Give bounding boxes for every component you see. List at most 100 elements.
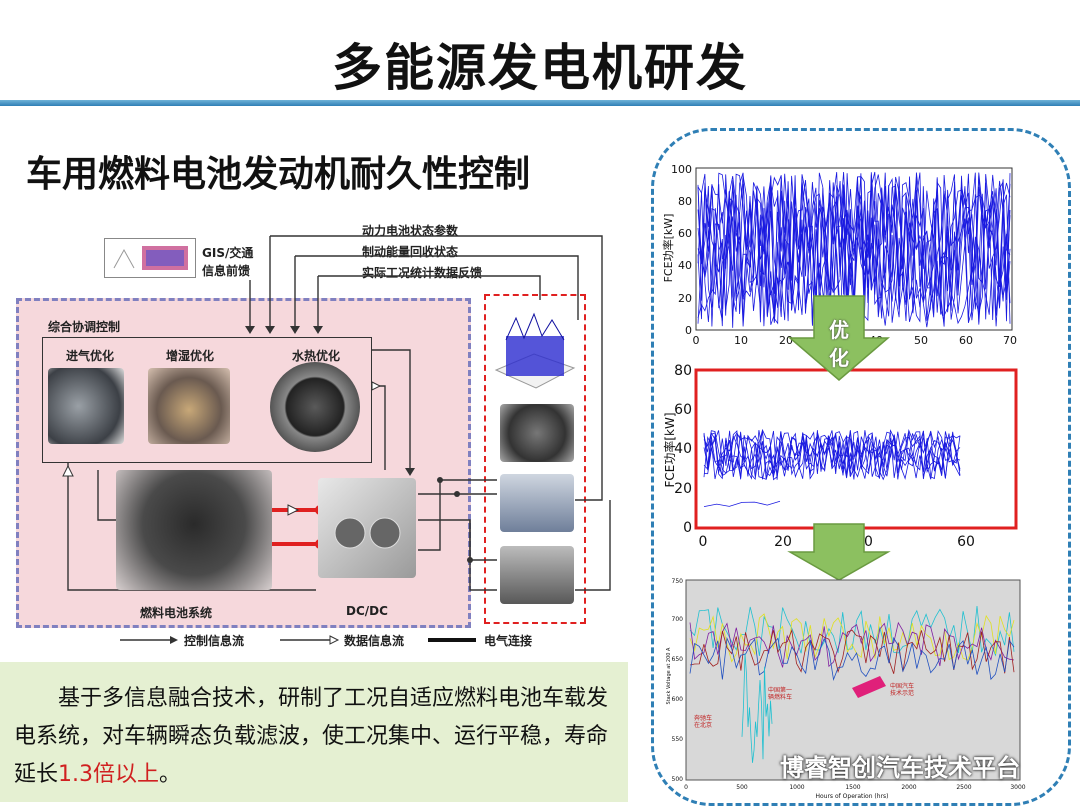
optimization-arrow-icon — [787, 295, 891, 381]
chart3-xtick: 2000 — [901, 784, 916, 791]
chart2-ylabel: FCE功率[kW] — [662, 412, 677, 487]
chart3-series-lines — [689, 605, 1015, 763]
gis-label-2: 信息前馈 — [202, 264, 251, 278]
legend-lines — [120, 635, 476, 645]
chart3-highlight-arrow — [852, 676, 886, 698]
chart2-ytick: 40 — [674, 441, 692, 457]
chart1-xtick: 60 — [959, 334, 973, 347]
chart1-xtick: 0 — [693, 334, 700, 347]
chart3-ytick: 750 — [672, 578, 684, 585]
slide-title: 多能源发电机研发 — [332, 39, 748, 97]
dcdc-label: DC/DC — [346, 604, 388, 618]
3d-surface-plot — [494, 312, 576, 389]
series-trace — [703, 429, 961, 481]
series-trace — [689, 613, 1015, 663]
chart3-xlabel: Hours of Operation (hrs) — [815, 793, 888, 800]
series-trace — [689, 636, 1015, 682]
coordination-control-box — [42, 337, 372, 463]
chart3-xtick: 2500 — [956, 784, 971, 791]
chart3-ylabel: Stack Voltage at 200 A — [666, 647, 672, 705]
result-arrow-icon — [787, 523, 891, 581]
description-highlight: 1.3倍以上 — [58, 762, 160, 787]
dcdc-fan-icon — [334, 517, 401, 549]
chart3-ytick: 500 — [672, 776, 684, 783]
intake-optimization-label: 进气优化 — [66, 349, 115, 363]
chart3-annotation-beijing: 奔驰车在北京 — [694, 714, 712, 729]
coordination-control-label: 综合协调控制 — [48, 320, 121, 334]
chart2-ytick: 60 — [674, 402, 692, 418]
controller-photo — [500, 546, 574, 604]
chart2-series-lines — [703, 428, 961, 507]
description-box — [0, 662, 628, 802]
description-text: 基于多信息融合技术，研制了工况自适应燃料电池车载发电系统，对车辆瞬态负载滤波，使… — [14, 680, 626, 794]
chart1-ytick: 100 — [671, 163, 692, 176]
chart3-xtick: 0 — [684, 784, 688, 791]
series-trace — [697, 172, 1011, 327]
chart1-ylabel: FCE功率[kW] — [661, 214, 675, 283]
title-rule — [0, 100, 1080, 106]
thermal-optimization-label: 水热优化 — [292, 349, 341, 363]
series-trace — [703, 430, 961, 480]
chart2-ytick: 0 — [683, 520, 692, 536]
chart1-ytick-labels: 0 20 40 60 80 100 — [671, 163, 692, 337]
chart3-annotation-first: 中国第一辆燃料车 — [768, 686, 792, 701]
chart-before-optimization: FCE功率[kW] 0 20 40 60 80 100 0 10 20 30 4… — [661, 163, 1017, 347]
series-trace — [703, 430, 961, 480]
slide-subtitle: 车用燃料电池发动机耐久性控制 — [26, 154, 531, 195]
chart3-xtick: 1500 — [845, 784, 860, 791]
legend-data-flow: 数据信息流 — [344, 634, 405, 648]
vehicle-region — [484, 294, 586, 624]
chart3-ytick: 650 — [672, 656, 684, 663]
series-trace — [703, 429, 961, 481]
chart3-ytick: 600 — [672, 696, 684, 703]
chart2-xtick: 60 — [957, 534, 975, 550]
arrow-label-2: 化 — [829, 346, 849, 370]
series-trace — [741, 653, 773, 763]
humidification-optimization-label: 增湿优化 — [166, 349, 215, 363]
fuel-cell-system-label: 燃料电池系统 — [140, 606, 213, 620]
blower-photo — [48, 368, 124, 444]
series-trace — [689, 628, 1015, 674]
diagram-connections — [62, 235, 611, 591]
chart-durability: Stack Voltage at 200 A 500 550 600 650 7… — [666, 578, 1026, 800]
chart1-ytick: 60 — [678, 227, 692, 240]
description-tail: 。 — [159, 762, 182, 787]
chart2-ytick: 20 — [674, 481, 692, 497]
series-trace — [697, 172, 1011, 328]
chart3-ytick: 550 — [672, 736, 684, 743]
series-trace — [703, 500, 781, 507]
chart3-xtick: 1000 — [789, 784, 804, 791]
chart2-xtick: 0 — [699, 534, 708, 550]
chart3-ytick: 700 — [672, 616, 684, 623]
legend-electrical: 电气连接 — [484, 634, 533, 648]
cooling-fan-photo — [270, 362, 360, 452]
watermark: 博睿智创汽车技术平台 — [780, 754, 1020, 782]
motor-photo — [500, 404, 574, 462]
chart-after-optimization: FCE功率[kW] 0 20 40 60 80 0 20 40 60 车 ] — [662, 363, 1018, 550]
feedback-label-battery: 动力电池状态参数 — [362, 224, 459, 238]
chart3-xtick: 3000 — [1010, 784, 1025, 791]
chart1-xtick: 70 — [1003, 334, 1017, 347]
chart3-annotation-demo: 中国汽车技术示范 — [890, 682, 914, 697]
fuel-cell-stack-photo — [116, 470, 272, 590]
series-trace — [703, 428, 961, 479]
arrow-label-1: 优 — [829, 318, 849, 342]
chart2-ytick: 80 — [674, 363, 692, 379]
series-trace — [697, 173, 1011, 327]
series-trace — [689, 605, 1015, 657]
chart1-ytick: 20 — [678, 292, 692, 305]
legend-control-flow: 控制信息流 — [184, 634, 245, 648]
chart1-xtick: 50 — [914, 334, 928, 347]
series-trace — [697, 171, 1011, 325]
series-trace — [689, 621, 1015, 668]
chart1-ytick: 40 — [678, 259, 692, 272]
results-panel — [651, 128, 1071, 806]
gis-map-icon — [104, 238, 196, 278]
chart1-ytick: 80 — [678, 195, 692, 208]
chart2-xtick: 20 — [774, 534, 792, 550]
chart1-xtick: 10 — [734, 334, 748, 347]
chart1-ytick: 0 — [685, 324, 692, 337]
humidifier-photo — [148, 368, 230, 444]
gis-label-1: GIS/交通 — [202, 246, 254, 260]
chart3-xtick: 500 — [736, 784, 748, 791]
